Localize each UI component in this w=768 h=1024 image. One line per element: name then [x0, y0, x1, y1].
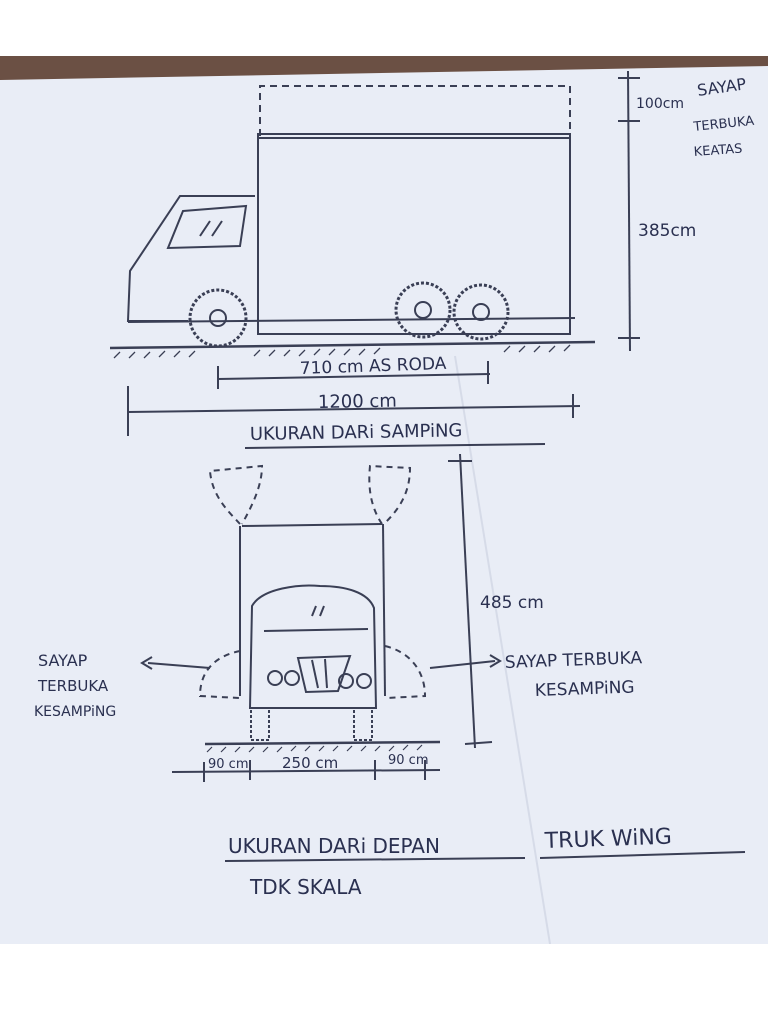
left-clearance-label: 90 cm: [208, 757, 249, 772]
body-width-label: 250 cm: [282, 754, 338, 772]
width-dim-line: [171, 769, 441, 773]
front-height-label: 485 cm: [480, 593, 544, 613]
box-height-label: 385cm: [638, 221, 696, 241]
side-view-title: UKURAN DARi SAMPiNG: [250, 420, 463, 445]
left-note-line-1: SAYAP: [38, 651, 88, 670]
length-dim-line: [127, 405, 581, 413]
right-wing-arrow: [429, 660, 496, 669]
rear-wheel-2: [452, 283, 510, 341]
cabin-window: [166, 204, 248, 250]
wing-height-label: 100cm: [636, 96, 684, 112]
front-cab: [248, 584, 378, 709]
headlights: [267, 670, 372, 689]
axle-dim-line: [217, 373, 491, 380]
wing-note-line-2: TERBUKA: [692, 114, 755, 135]
raised-wing-outline: [259, 85, 571, 136]
side-ground: [109, 340, 596, 350]
front-ground: [204, 740, 441, 746]
truck-sketch-drawing: SAYAP TERBUKA KEATAS 100cm 385cm 710 cm …: [0, 56, 768, 944]
front-view-title: UKURAN DARi DEPAN: [228, 834, 440, 858]
left-note-line-3: KESAMPiNG: [34, 704, 116, 720]
wing-note-line-3: KEATAS: [693, 142, 743, 160]
chassis: [127, 317, 576, 323]
height-dim-line: [627, 70, 631, 352]
paper-fold: [454, 355, 551, 944]
paper-sheet: [0, 56, 768, 944]
front-right-wing-raised: [368, 464, 412, 525]
front-left-wing-raised: [208, 464, 264, 525]
front-wheel: [188, 288, 248, 348]
sketch-paper: SAYAP TERBUKA KEATAS 100cm 385cm 710 cm …: [0, 56, 768, 944]
right-note-line-2: KESAMPiNG: [534, 678, 634, 701]
right-clearance-label: 90 cm: [388, 753, 429, 768]
right-note-line-1: SAYAP TERBUKA: [504, 648, 642, 673]
front-view-labels: 485 cm SAYAP TERBUKA KESAMPiNG SAYAP TER…: [34, 593, 672, 899]
front-height-dim-line: [459, 453, 476, 749]
front-right-wing-side: [384, 645, 427, 699]
front-windshield-line: [263, 628, 369, 632]
rear-wheel-1: [394, 281, 452, 339]
overall-length-label: 1200 cm: [318, 391, 397, 413]
left-note-line-2: TERBUKA: [37, 677, 109, 695]
wood-corner: [0, 56, 768, 80]
side-view: [109, 70, 640, 449]
grille: [296, 654, 352, 694]
scale-note: TDK SKALA: [249, 875, 362, 899]
front-view: [140, 453, 746, 862]
left-wing-arrow: [147, 662, 211, 669]
truck-name: TRUK WiNG: [543, 825, 672, 854]
